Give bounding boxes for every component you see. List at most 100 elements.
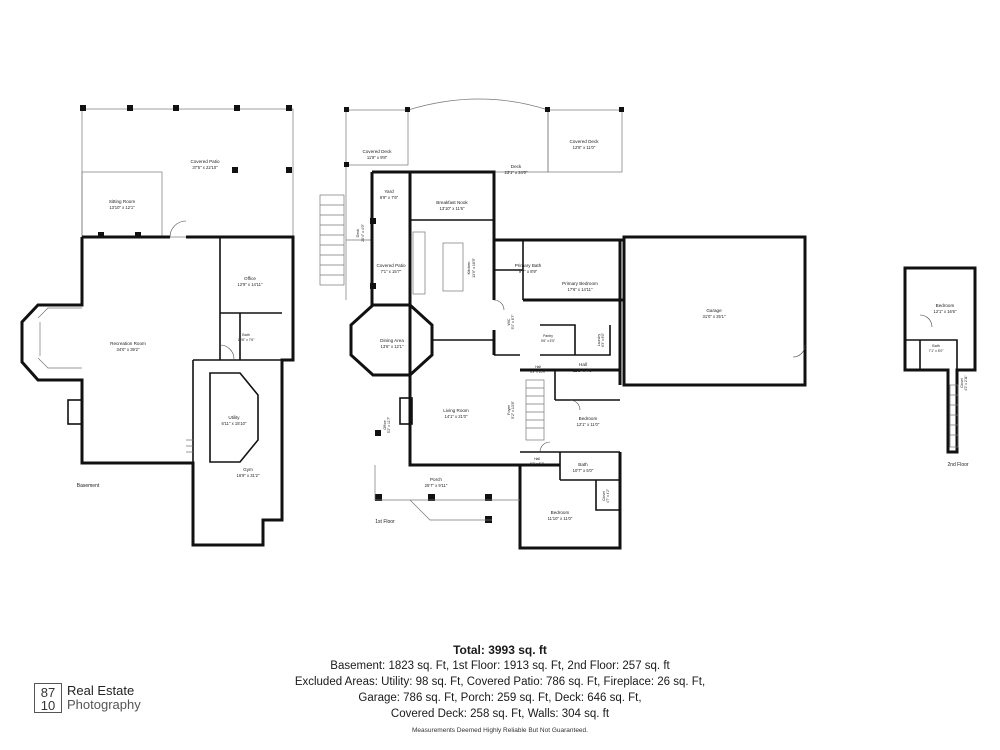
second-floor-door-arc [919,314,933,328]
disclaimer: Measurements Deemed Highly Reliable But … [412,727,588,734]
room-dim-bedroom-1st-b: 11'10" x 11'0" [548,516,573,521]
basement-interior-walls [192,237,283,463]
first-floor-plan: Covered Deck 11'9" x 9'8" Yard 6'9" x 7'… [319,98,807,550]
logo-line-2: Photography [67,697,141,712]
room-name-deck-side: Deck [356,229,360,238]
first-floor-posts [344,107,624,523]
interior-stairs [525,379,545,441]
room-dim-hall-lower: 6'2" x 6'7" [530,462,544,466]
room-name-office: Office [244,276,256,281]
room-name-living-room: Living Room [443,408,469,413]
covered-deck-right-outline [547,109,623,173]
room-dim-covered-patio-1st: 7'1" x 15'7" [381,269,402,274]
garage-walls [622,235,807,387]
room-name-hall-right: Hall [579,362,587,367]
logo-text: Real Estate Photography [67,684,141,712]
basement-door-arc-2 [219,344,235,360]
room-name-breakfast-nook: Breakfast Nook [436,200,468,205]
room-name-office-1st: Office [383,420,387,429]
room-dim-closet-2nd: 4'2" x 2'11" [964,375,968,390]
room-dim-pantry: 5'6" x 5'5" [541,339,555,343]
logo-line-1: Real Estate [67,683,135,698]
room-dim-yard: 6'9" x 7'6" [380,195,399,200]
room-name-covered-patio-bsmt: Covered Patio [190,159,220,164]
room-dim-office: 12'9" x 14'11" [238,282,263,287]
room-name-bath-2nd: Bath [932,344,939,348]
room-dim-bath-bsmt: 10'8" x 7'6" [238,338,256,342]
room-name-bedroom-1st-a: Bedroom [579,416,598,421]
room-dim-hall-right: 11'5" x 4'9" [573,368,594,373]
covered-deck-left-outline [345,109,409,166]
room-dim-gym: 16'9" x 31'2" [237,473,260,478]
room-dim-covered-patio-bsmt: 37'5" x 22'10" [192,165,218,170]
floor-label-first: 1st Floor [375,519,395,525]
excluded-areas-1: Excluded Areas: Utility: 98 sq. Ft, Cove… [294,676,706,688]
room-dim-primary-bedroom: 17'6" x 14'11" [568,287,593,292]
room-name-dining-area: Dining Area [380,338,404,343]
excluded-areas-2: Garage: 786 sq. Ft, Porch: 259 sq. Ft, D… [358,692,642,704]
room-dim-deck-main: 23'1" x 24'0" [505,170,528,175]
room-name-bedroom-2nd: Bedroom [936,303,955,308]
room-name-foyer: Foyer [507,404,511,414]
room-name-pantry: Pantry [543,334,553,338]
room-name-hall-small: Hall [535,365,541,369]
room-name-hall-lower: Hall [534,457,540,461]
room-dim-living-room: 14'1" x 21'0" [445,414,468,419]
second-floor-stairs [949,384,959,448]
room-dim-sitting-room: 13'10" x 12'1" [109,205,135,210]
room-dim-porch: 25'7" x 9'11" [425,483,448,488]
room-name-covered-patio-1st: Covered Patio [376,263,406,268]
basement-stair-hint [186,439,193,453]
room-name-kitchen: Kitchen [467,262,471,275]
door-arc-2 [569,399,581,411]
second-floor-interior-walls [905,339,958,370]
room-name-closet: Closet [602,491,606,501]
room-dim-bath-1st: 10'7" x 5'0" [573,468,594,473]
room-dim-utility: 6'11" x 15'10" [222,421,247,426]
deck-main-outline [407,98,549,173]
area-totals: Total: 3993 sq. ft Basement: 1823 sq. Ft… [250,642,750,722]
porch-outline [374,465,520,521]
exterior-stairs [319,194,345,286]
room-name-bedroom-1st-b: Bedroom [551,510,570,515]
room-dim-wic: 5'0" x 8'7" [511,314,515,330]
floor-areas: Basement: 1823 sq. Ft, 1st Floor: 1913 s… [330,660,670,672]
room-dim-recreation-room: 34'0" x 39'2" [117,347,140,352]
room-name-laundry: Laundry [597,334,601,347]
basement-fireplace [67,399,83,425]
room-dim-breakfast-nook: 13'10" x 11'6" [440,206,465,211]
side-deck-outline [345,165,372,300]
room-dim-covered-deck-left: 11'9" x 9'8" [367,155,388,160]
room-name-utility: Utility [228,415,240,420]
dining-octagon [349,303,434,377]
total-area: Total: 3993 sq. ft [453,643,547,657]
room-dim-covered-deck-right: 12'8" x 11'0" [573,145,596,150]
room-name-covered-deck-right: Covered Deck [569,139,599,144]
basement-covered-patio-outline [81,108,294,238]
room-dim-kitchen: 13'0" x 18'9" [472,257,476,277]
logo-mark-top: 87 [40,685,56,700]
room-name-gym: Gym [243,467,253,472]
room-dim-dining-area: 13'6" x 12'1" [381,344,404,349]
room-name-bath-bsmt: Bath [242,333,249,337]
floor-label-basement: Basement [77,483,100,489]
first-floor-interior-walls [410,219,620,511]
basement-plan: Covered Patio 37'5" x 22'10" Sitting Roo… [20,105,295,547]
door-arc-3 [539,441,551,453]
room-name-bath-1st: Bath [578,462,588,467]
room-name-closet-2nd: Closet [960,378,964,388]
room-name-sitting-room: Sitting Room [109,199,135,204]
room-dim-office-1st: 5'2" x 11'7" [387,416,391,433]
garage-door-arc [792,344,806,358]
room-dim-garage: 31'0" x 25'1" [703,314,726,319]
room-name-covered-deck-left: Covered Deck [362,149,392,154]
room-dim-bedroom-2nd: 12'1" x 16'6" [934,309,957,314]
room-name-yard: Yard [384,189,394,194]
room-name-primary-bath: Primary Bath [515,263,542,268]
room-dim-closet: 4'7" x 4'2" [606,489,610,503]
company-logo: 87 10 Real Estate Photography [34,683,141,713]
logo-mark-bottom: 10 [40,698,56,713]
basement-door-arc [169,220,187,238]
floor-label-second: 2nd Floor [947,462,968,468]
